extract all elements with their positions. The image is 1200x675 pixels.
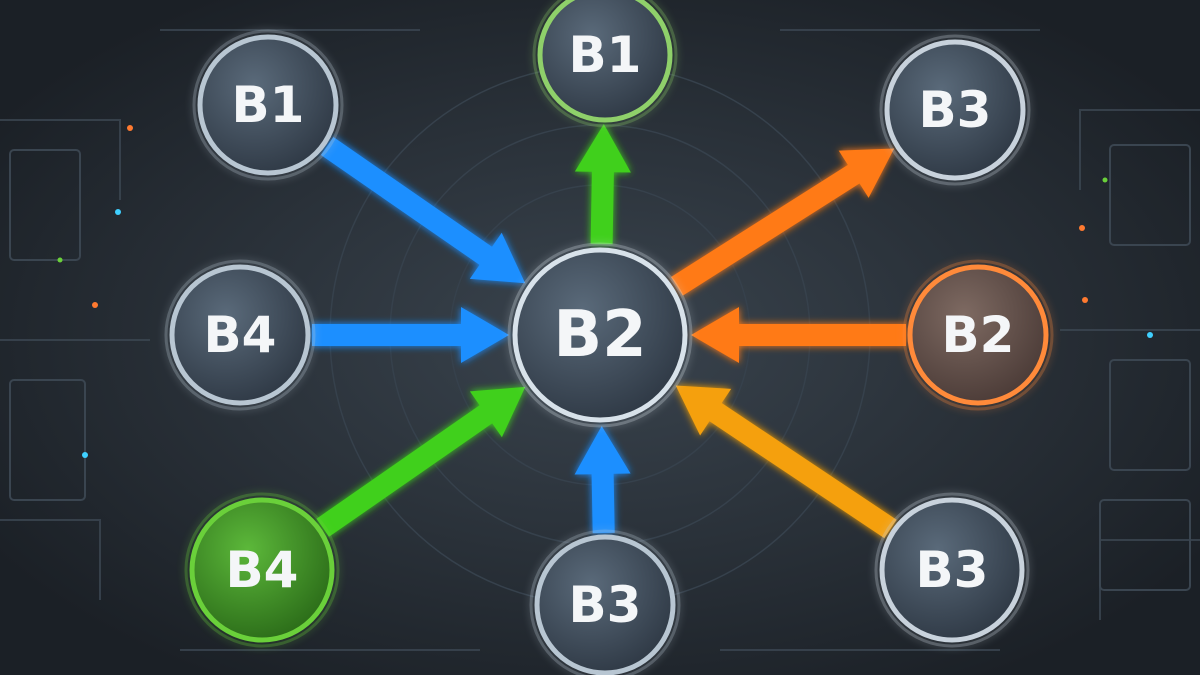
node-2-label: B1 (569, 26, 642, 84)
center-node: B2 (507, 242, 693, 428)
node-7: B3 (529, 529, 681, 675)
circuit-panels (9, 144, 1191, 591)
arrow-to-center-7 (574, 426, 631, 534)
node-3-circle (884, 39, 1026, 181)
center-node-label: B2 (553, 298, 646, 372)
circuit-decoration (0, 29, 1200, 651)
node-5-label: B2 (942, 306, 1015, 364)
node-4-circle (169, 264, 311, 406)
node-7-label: B3 (569, 576, 642, 634)
node-7-circle (534, 534, 676, 675)
sparkle-dots (57, 125, 1153, 458)
node-3: B3 (879, 34, 1031, 186)
node-5: B2 (902, 259, 1054, 411)
node-3-label: B3 (919, 81, 992, 139)
arrow-from-center-2 (574, 124, 631, 245)
node-6-circle (189, 497, 335, 643)
node-8: B3 (874, 492, 1030, 648)
node-5-halo (902, 259, 1054, 411)
node-6: B4 (184, 492, 340, 648)
arrow-to-center-6 (316, 386, 526, 537)
arrow-to-center-8 (675, 385, 897, 539)
node-3-halo (879, 34, 1031, 186)
node-6-label: B4 (226, 541, 299, 599)
node-8-label: B3 (916, 541, 989, 599)
node-1-circle (197, 34, 339, 176)
node-8-halo (874, 492, 1030, 648)
node-4: B4 (164, 259, 316, 411)
arrow-from-center-3 (671, 148, 895, 296)
arrow-to-center-5 (691, 307, 906, 363)
node-2-halo (532, 0, 678, 128)
arrow-to-center-4 (312, 307, 509, 363)
center-node-circle (512, 247, 688, 423)
node-2: B1 (532, 0, 678, 128)
node-5-circle (907, 264, 1049, 406)
node-1: B1 (192, 29, 344, 181)
node-2-circle (537, 0, 673, 123)
arrows-layer (312, 124, 906, 539)
arrow-to-center-1 (320, 137, 526, 284)
node-8-circle (879, 497, 1025, 643)
node-1-halo (192, 29, 344, 181)
node-1-label: B1 (232, 76, 305, 134)
node-4-label: B4 (204, 306, 277, 364)
node-7-halo (529, 529, 681, 675)
center-node-halo (507, 242, 693, 428)
node-6-halo (184, 492, 340, 648)
node-4-halo (164, 259, 316, 411)
